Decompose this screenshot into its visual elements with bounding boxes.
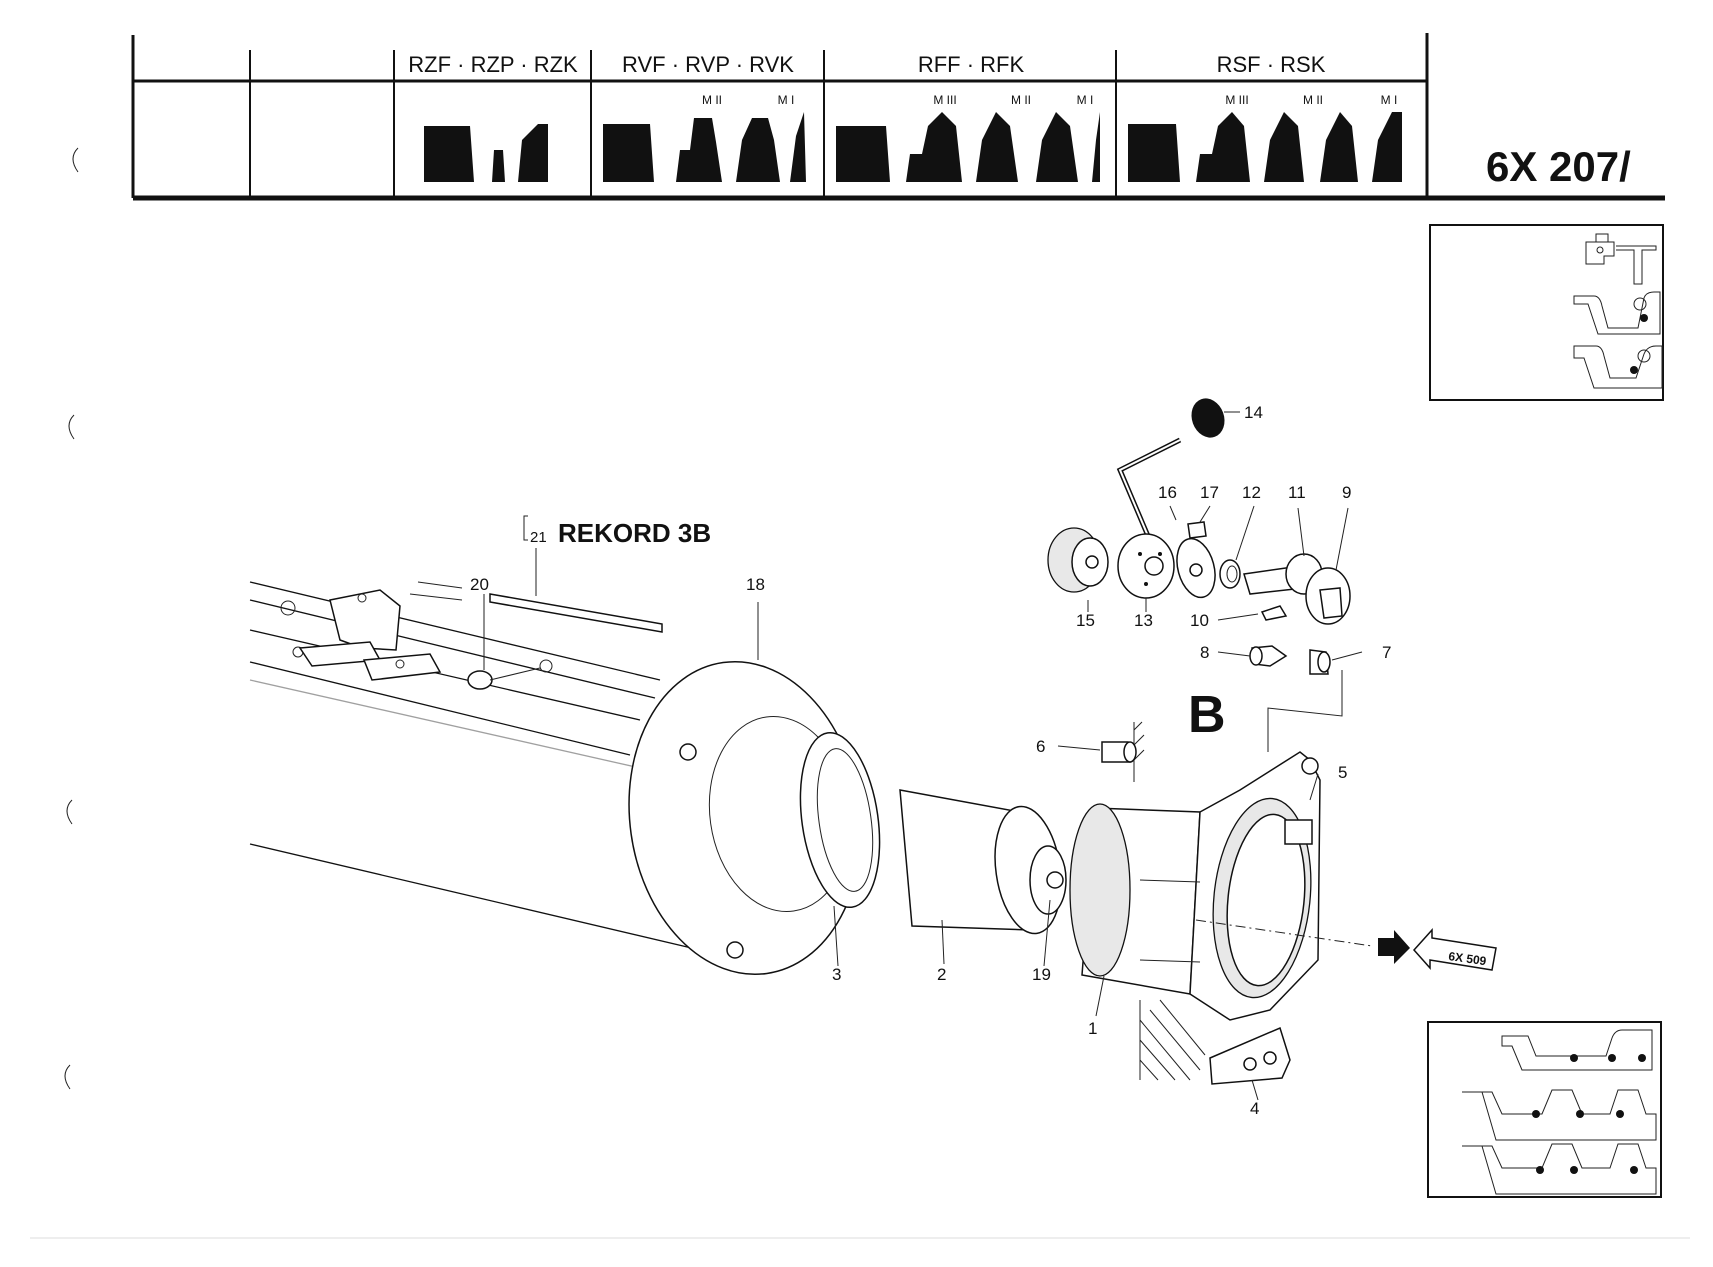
part-7-bushing: [1309, 649, 1331, 675]
part-17-clip: [1187, 521, 1207, 539]
part-4-bracket: [1209, 1026, 1291, 1085]
part-8-screw: [1249, 645, 1288, 667]
callout-14: 14: [1244, 403, 1263, 422]
view-label-b: B: [1188, 686, 1226, 744]
profile-silhouette-icon: [836, 112, 1100, 182]
callout-12: 12: [1242, 483, 1261, 502]
rail-assembly: [249, 581, 661, 756]
callout-9: 9: [1342, 483, 1351, 502]
machine-thumbnail-icon: [1462, 1029, 1657, 1195]
size-label: M I: [778, 93, 795, 107]
callout-13: 13: [1134, 611, 1153, 630]
size-label: M II: [1011, 93, 1031, 107]
reference-arrow-icon: [1412, 928, 1497, 971]
assembly-path-line: [1267, 670, 1343, 752]
part-9-knob: [1305, 567, 1351, 625]
profile-silhouette-icon: [603, 112, 806, 182]
callout-6: 6: [1036, 737, 1045, 756]
part-12-washer: [1219, 559, 1241, 589]
size-label: M I: [1077, 93, 1094, 107]
part-6-pin: [1101, 741, 1137, 763]
header-table: RZF · RZP · RZK RVF · RVP · RVK RFF · RF…: [131, 33, 1665, 201]
callout-5: 5: [1338, 763, 1347, 782]
callout-16: 16: [1158, 483, 1177, 502]
part-13-hub: [1117, 533, 1175, 599]
reference-arrow-icon: [1378, 930, 1410, 964]
callout-20: 20: [470, 575, 489, 594]
reference-label: 6X 509: [1448, 949, 1488, 968]
part-15-knob: [1047, 527, 1109, 593]
cylinder-body: [249, 660, 862, 976]
part-16-plate: [1176, 537, 1216, 599]
leader-lines: [483, 411, 1363, 1101]
header-group-title: RVF · RVP · RVK: [622, 52, 794, 77]
part-1-housing: [1069, 751, 1321, 1021]
machine-thumbnail-icon: [1573, 233, 1663, 389]
callout-11: 11: [1288, 483, 1306, 502]
reference-arrow: 6X 509: [1195, 919, 1497, 971]
callout-4: 4: [1250, 1099, 1259, 1118]
part-14-handle: [1116, 398, 1225, 537]
thumbnail-box-bottom: [1427, 1021, 1662, 1198]
diagram-title: 21 REKORD 3B: [523, 515, 711, 596]
header-group-title: RSF · RSK: [1217, 52, 1326, 77]
rekord-strips: [409, 581, 663, 633]
callout-18: 18: [746, 575, 765, 594]
callout-17: 17: [1200, 483, 1219, 502]
callout-19: 19: [1032, 965, 1051, 984]
binder-hole-marks: [64, 147, 79, 1090]
part-3-ring: [799, 731, 881, 909]
binder-hole-mark-icon: [64, 1064, 71, 1090]
size-label: M II: [1303, 93, 1323, 107]
callout-8: 8: [1200, 643, 1209, 662]
binder-hole-mark-icon: [72, 147, 79, 173]
diagram-title-text: REKORD 3B: [558, 518, 711, 548]
binder-hole-mark-icon: [66, 799, 73, 825]
profile-silhouette-icon: [1128, 112, 1402, 182]
callout-numbers: 1 2 3 4 5 6 7 8 9 10 11 12 13 14 15 16 1…: [470, 403, 1391, 1118]
callout-15: 15: [1076, 611, 1095, 630]
part-2-sleeve: [899, 789, 1067, 935]
binder-hole-mark-icon: [68, 414, 75, 440]
title-prefix: 21: [530, 529, 547, 546]
exploded-assembly: 6X 509 21 REKORD 3B B: [249, 398, 1497, 1118]
size-label: M III: [933, 93, 956, 107]
thumbnail-box-top: [1429, 224, 1664, 401]
header-group-title: RZF · RZP · RZK: [408, 52, 578, 77]
part-10-key: [1260, 605, 1288, 621]
size-label: M III: [1225, 93, 1248, 107]
callout-10: 10: [1190, 611, 1209, 630]
callout-3: 3: [832, 965, 841, 984]
profile-silhouette-icon: [424, 124, 548, 182]
size-label: M II: [702, 93, 722, 107]
callout-2: 2: [937, 965, 946, 984]
page-code: 6X 207/: [1486, 143, 1631, 190]
header-group-title: RFF · RFK: [918, 52, 1025, 77]
part-20-pin: [467, 667, 541, 690]
callout-7: 7: [1382, 643, 1391, 662]
callout-1: 1: [1088, 1019, 1097, 1038]
size-label: M I: [1381, 93, 1398, 107]
